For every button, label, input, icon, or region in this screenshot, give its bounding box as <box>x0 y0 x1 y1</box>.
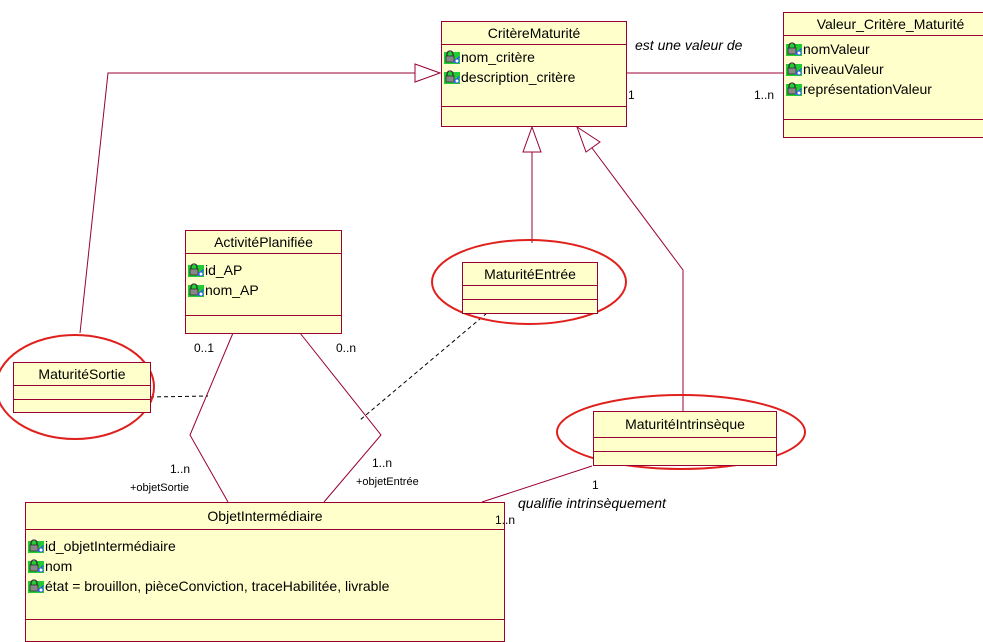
attribute-name: id_AP <box>205 262 243 278</box>
class-maturite-intrinseque[interactable]: MaturitéIntrinsèque <box>593 411 777 466</box>
attribute-name: état = brouillon, pièceConviction, trace… <box>45 578 390 594</box>
lock-key-icon <box>786 81 802 97</box>
attribute-list: nom_critère description_critère <box>442 45 626 107</box>
association-entree-line <box>299 332 382 503</box>
attribute-row: nom_critère <box>442 47 626 67</box>
uml-class-diagram: CritèreMaturité nom_critère description_… <box>0 12 983 642</box>
attribute-name: id_objetIntermédiaire <box>45 538 176 554</box>
attribute-name: nomValeur <box>803 41 870 57</box>
class-name: MaturitéEntrée <box>463 263 597 286</box>
attribute-name: représentationValeur <box>803 81 932 97</box>
class-name: ActivitéPlanifiée <box>186 231 341 254</box>
lock-key-icon <box>28 558 44 574</box>
multiplicity-intrinseque: 1 <box>592 478 599 492</box>
attribute-name: description_critère <box>461 69 576 85</box>
generalization-intr-arrow <box>576 125 601 153</box>
attribute-name: nom_critère <box>461 49 535 65</box>
association-sortie-line <box>189 332 234 503</box>
association-label-qualifie: qualifie intrinsèquement <box>518 495 666 511</box>
role-objet-sortie: +objetSortie <box>130 482 190 494</box>
lock-key-icon <box>444 69 460 85</box>
class-maturite-entree[interactable]: MaturitéEntrée <box>462 262 598 314</box>
class-maturite-sortie[interactable]: MaturitéSortie <box>13 362 151 413</box>
class-name: Valeur_Critère_Maturité <box>784 13 983 36</box>
generalization-sortie-arrow <box>414 63 442 83</box>
class-name: CritèreMaturité <box>442 22 626 45</box>
class-name: MaturitéIntrinsèque <box>594 412 776 438</box>
lock-key-icon <box>444 49 460 65</box>
lock-key-icon <box>188 282 204 298</box>
attribute-row: nom_AP <box>186 280 341 300</box>
assoc-class-link-entree <box>359 312 488 421</box>
attribute-list <box>14 386 150 400</box>
lock-key-icon <box>786 61 802 77</box>
lock-key-icon <box>188 262 204 278</box>
multiplicity-ap-sortie: 0..1 <box>194 341 215 355</box>
attribute-name: nom <box>45 558 73 574</box>
attribute-list: id_objetIntermédiaire nom état = brouill… <box>26 530 504 620</box>
lock-key-icon <box>786 41 802 57</box>
attribute-row: état = brouillon, pièceConviction, trace… <box>26 576 504 596</box>
multiplicity-critere: 1 <box>628 88 635 102</box>
attribute-list <box>463 286 597 300</box>
attribute-name: nom_AP <box>205 282 259 298</box>
role-objet-entree: +objetEntrée <box>356 476 419 488</box>
attribute-row: nomValeur <box>784 39 983 59</box>
multiplicity-valeur: 1..n <box>754 88 775 102</box>
class-valeur-critere-maturite[interactable]: Valeur_Critère_Maturité nomValeur niveau… <box>783 12 983 138</box>
highlight-ellipse-entree <box>431 239 627 325</box>
attribute-row: niveauValeur <box>784 59 983 79</box>
generalization-entree-arrow <box>522 125 542 153</box>
class-activite-planifiee[interactable]: ActivitéPlanifiée id_AP nom_AP <box>185 230 342 334</box>
association-label-est-valeur: est une valeur de <box>635 37 743 53</box>
multiplicity-ap-entree: 0..n <box>336 341 357 355</box>
attribute-list: nomValeur niveauValeur représentationVal… <box>784 36 983 120</box>
lock-key-icon <box>28 578 44 594</box>
highlight-ellipse-intrinseque <box>556 394 806 470</box>
multiplicity-obj-entree: 1..n <box>372 456 393 470</box>
highlight-ellipse-sortie <box>0 334 155 440</box>
generalization-sortie-line <box>79 72 415 334</box>
attribute-row: représentationValeur <box>784 79 983 99</box>
connectors <box>0 63 806 503</box>
assoc-class-link-sortie <box>149 395 209 398</box>
class-critere-maturite[interactable]: CritèreMaturité nom_critère description_… <box>441 21 627 127</box>
attribute-row: description_critère <box>442 67 626 87</box>
attribute-row: nom <box>26 556 504 576</box>
attribute-list <box>594 438 776 452</box>
class-name: MaturitéSortie <box>14 363 150 386</box>
attribute-row: id_objetIntermédiaire <box>26 536 504 556</box>
class-objet-intermediaire[interactable]: ObjetIntermédiaire id_objetIntermédiaire… <box>25 502 505 642</box>
generalization-intr-line <box>591 147 684 411</box>
multiplicity-obj-sortie: 1..n <box>170 462 191 476</box>
attribute-list: id_AP nom_AP <box>186 254 341 316</box>
lock-key-icon <box>28 538 44 554</box>
attribute-name: niveauValeur <box>803 61 884 77</box>
association-qualifie-line <box>481 465 593 503</box>
attribute-row: id_AP <box>186 260 341 280</box>
class-name: ObjetIntermédiaire <box>26 503 504 530</box>
multiplicity-obj-intrinseque: 1..n <box>495 513 516 527</box>
